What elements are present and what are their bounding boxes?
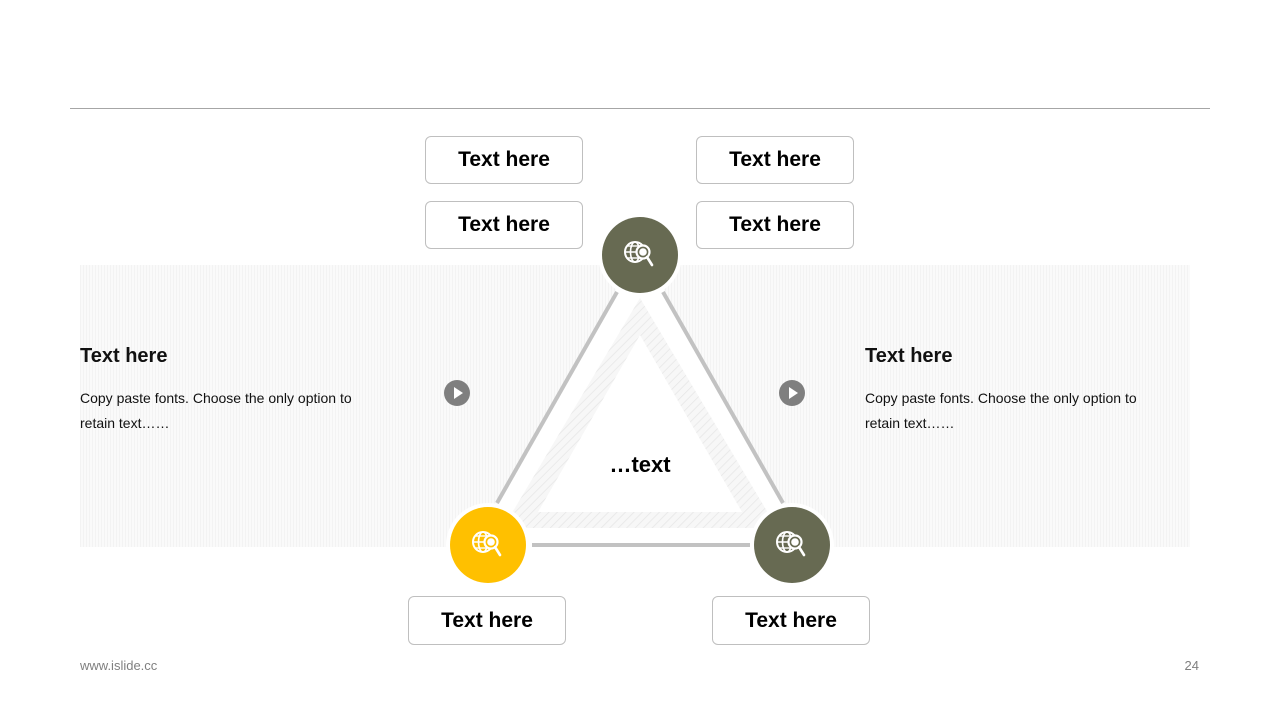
node-bottom-right: [754, 507, 830, 583]
globe-search-icon: [776, 531, 806, 557]
node-bottom-left: [450, 507, 526, 583]
text-box-top-right-1: Text here: [696, 136, 854, 184]
right-panel-body: Copy paste fonts. Choose the only option…: [865, 390, 1137, 431]
text-box-top-right-2: Text here: [696, 201, 854, 249]
text-box-bottom-left: Text here: [408, 596, 566, 645]
triangle-inner-white: [538, 335, 742, 512]
play-arrow-left-icon: [444, 380, 470, 406]
play-arrow-right-icon: [779, 380, 805, 406]
globe-search-icon: [472, 531, 502, 557]
triangle-edge-right: [661, 291, 785, 504]
text-box-top-left-2: Text here: [425, 201, 583, 249]
left-panel-body: Copy paste fonts. Choose the only option…: [80, 390, 352, 431]
globe-search-icon: [624, 241, 654, 267]
footer-url: www.islide.cc: [80, 658, 158, 673]
left-panel-title: Text here: [80, 345, 168, 367]
text-box-bottom-right: Text here: [712, 596, 870, 645]
page-number: 24: [1184, 658, 1199, 673]
center-label: …text: [609, 452, 671, 477]
text-box-top-left-1: Text here: [425, 136, 583, 184]
node-top: [602, 217, 678, 293]
right-panel-title: Text here: [865, 345, 953, 367]
top-divider: [70, 108, 1210, 109]
triangle-edge-left: [495, 291, 619, 504]
